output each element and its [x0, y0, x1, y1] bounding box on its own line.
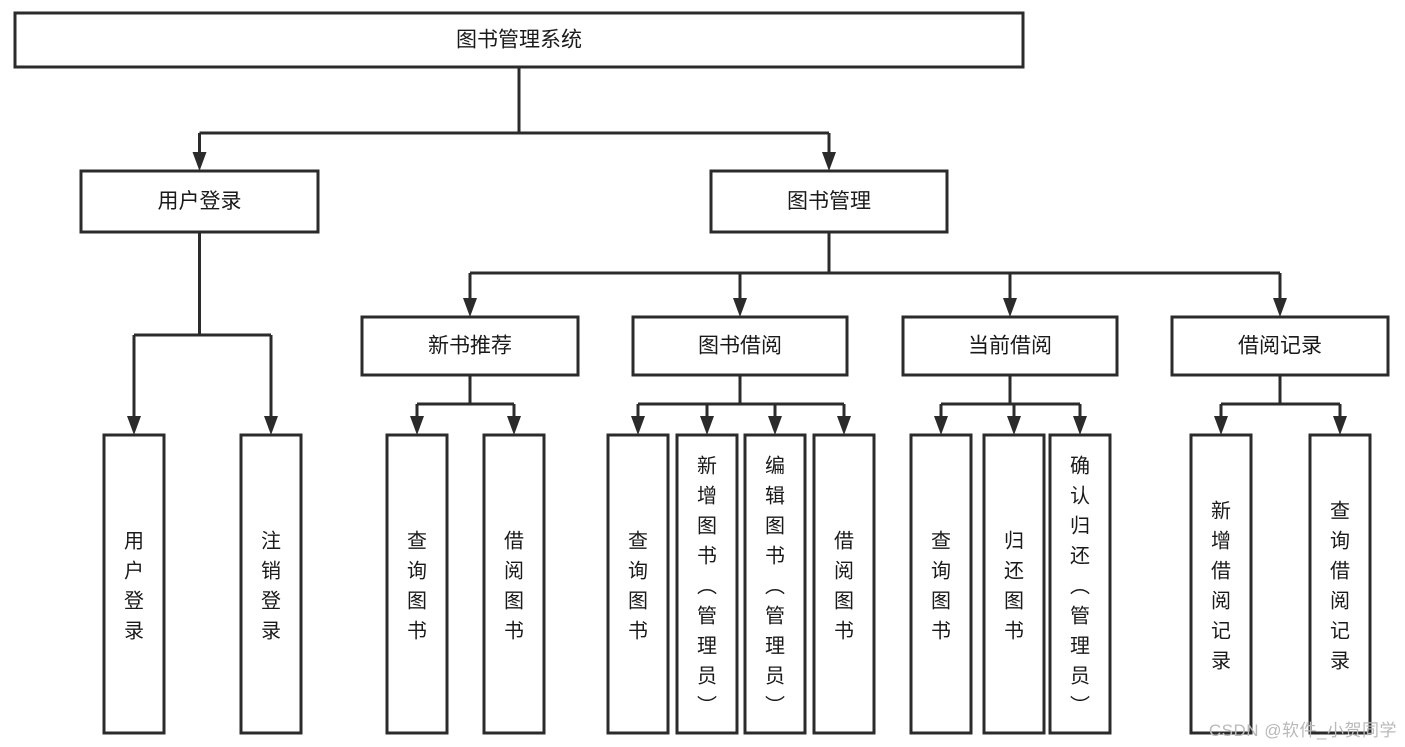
node-box-leaf-user-login	[102, 433, 166, 735]
node-box-current-borrow	[901, 315, 1119, 377]
node-box-leaf-borrow-book	[812, 433, 876, 735]
node-label-leaf-borrow-book-recommend: 借阅图书	[504, 529, 524, 642]
node-label-leaf-confirm-return: 确认归还︵管理员︶	[1070, 454, 1090, 717]
watermark-text: CSDN @软件_小贺同学	[1208, 721, 1397, 740]
arrow-leaf-add-borrow-record	[1214, 416, 1228, 435]
node-box-book-borrow	[631, 315, 849, 377]
node-box-leaf-query-book-borrow	[606, 433, 670, 735]
node-leaf-borrow-book-recommend[interactable]: 借阅图书	[482, 433, 546, 735]
node-leaf-query-book-recommend[interactable]: 查询图书	[385, 433, 449, 735]
arrow-leaf-borrow-book-recommend	[507, 416, 521, 435]
node-label-leaf-user-login: 用户登录	[124, 530, 144, 642]
node-leaf-return-book[interactable]: 归还图书	[982, 433, 1046, 735]
node-label-current-borrow: 当前借阅	[968, 335, 1052, 358]
node-box-leaf-query-borrow-record	[1308, 433, 1372, 735]
node-box-leaf-borrow-book-recommend	[482, 433, 546, 735]
node-label-leaf-borrow-book: 借阅图书	[834, 529, 854, 642]
arrow-current-borrow	[1003, 298, 1017, 317]
node-book-borrow[interactable]: 图书借阅	[631, 315, 849, 377]
arrow-book-manage	[822, 152, 836, 171]
node-borrow-record[interactable]: 借阅记录	[1170, 315, 1390, 377]
node-new-book-recommend[interactable]: 新书推荐	[360, 315, 580, 377]
node-current-borrow[interactable]: 当前借阅	[901, 315, 1119, 377]
node-leaf-borrow-book[interactable]: 借阅图书	[812, 433, 876, 735]
node-label-leaf-query-book-borrow: 查询图书	[628, 529, 648, 642]
node-label-root: 图书管理系统	[456, 29, 582, 52]
arrow-leaf-add-book	[700, 416, 714, 435]
node-label-leaf-logout: 注销登录	[261, 529, 281, 642]
node-label-leaf-return-book: 归还图书	[1004, 529, 1024, 642]
node-leaf-add-book[interactable]: 新增图书︵管理员︶	[675, 433, 739, 735]
node-box-leaf-logout	[239, 433, 303, 735]
node-user-login[interactable]: 用户登录	[79, 169, 320, 234]
arrow-leaf-user-login	[127, 416, 141, 435]
arrow-new-book-recommend	[463, 298, 477, 317]
node-leaf-query-book-borrow[interactable]: 查询图书	[606, 433, 670, 735]
node-leaf-user-login[interactable]: 用户登录	[102, 433, 166, 735]
node-layer: 图书管理系统用户登录图书管理新书推荐图书借阅当前借阅借阅记录用户登录注销登录查询…	[13, 11, 1390, 735]
node-book-manage[interactable]: 图书管理	[709, 169, 949, 234]
node-leaf-query-borrow-record[interactable]: 查询借阅记录	[1308, 433, 1372, 735]
node-leaf-logout[interactable]: 注销登录	[239, 433, 303, 735]
node-label-leaf-add-book: 新增图书︵管理员︶	[697, 454, 717, 717]
arrow-leaf-edit-book	[768, 416, 782, 435]
node-box-leaf-add-borrow-record	[1189, 433, 1253, 735]
node-label-leaf-query-borrow-record: 查询借阅记录	[1330, 499, 1350, 672]
node-label-leaf-add-borrow-record: 新增借阅记录	[1211, 499, 1231, 672]
node-box-leaf-query-book-recommend	[385, 433, 449, 735]
node-box-book-manage	[709, 169, 949, 234]
node-label-user-login: 用户登录	[158, 190, 242, 213]
arrow-book-borrow	[733, 298, 747, 317]
node-box-leaf-query-book-current	[909, 433, 973, 735]
node-label-book-borrow: 图书借阅	[698, 335, 782, 358]
node-label-leaf-query-book-current: 查询图书	[931, 529, 951, 642]
arrow-leaf-return-book	[1007, 416, 1021, 435]
arrow-leaf-query-book-recommend	[410, 416, 424, 435]
node-leaf-confirm-return[interactable]: 确认归还︵管理员︶	[1048, 433, 1112, 735]
node-box-leaf-add-book	[675, 433, 739, 735]
node-box-leaf-return-book	[982, 433, 1046, 735]
node-box-borrow-record	[1170, 315, 1390, 377]
node-box-leaf-edit-book	[743, 433, 807, 735]
arrow-leaf-query-borrow-record	[1333, 416, 1347, 435]
connector-layer	[127, 67, 1347, 435]
node-leaf-edit-book[interactable]: 编辑图书︵管理员︶	[743, 433, 807, 735]
arrow-borrow-record	[1273, 298, 1287, 317]
node-label-borrow-record: 借阅记录	[1238, 335, 1322, 358]
arrow-leaf-query-book-current	[934, 416, 948, 435]
arrow-leaf-logout	[264, 416, 278, 435]
node-leaf-add-borrow-record[interactable]: 新增借阅记录	[1189, 433, 1253, 735]
node-box-root	[13, 11, 1025, 69]
arrow-user-login	[192, 152, 207, 171]
arrow-leaf-query-book-borrow	[631, 416, 645, 435]
arrow-leaf-confirm-return	[1073, 416, 1087, 435]
node-label-book-manage: 图书管理	[787, 190, 871, 213]
node-box-new-book-recommend	[360, 315, 580, 377]
node-box-user-login	[79, 169, 320, 234]
node-label-new-book-recommend: 新书推荐	[428, 335, 512, 358]
node-label-leaf-query-book-recommend: 查询图书	[407, 529, 427, 642]
arrow-leaf-borrow-book	[837, 416, 851, 435]
node-label-leaf-edit-book: 编辑图书︵管理员︶	[765, 454, 785, 717]
node-leaf-query-book-current[interactable]: 查询图书	[909, 433, 973, 735]
node-box-leaf-confirm-return	[1048, 433, 1112, 735]
node-root[interactable]: 图书管理系统	[13, 11, 1025, 69]
